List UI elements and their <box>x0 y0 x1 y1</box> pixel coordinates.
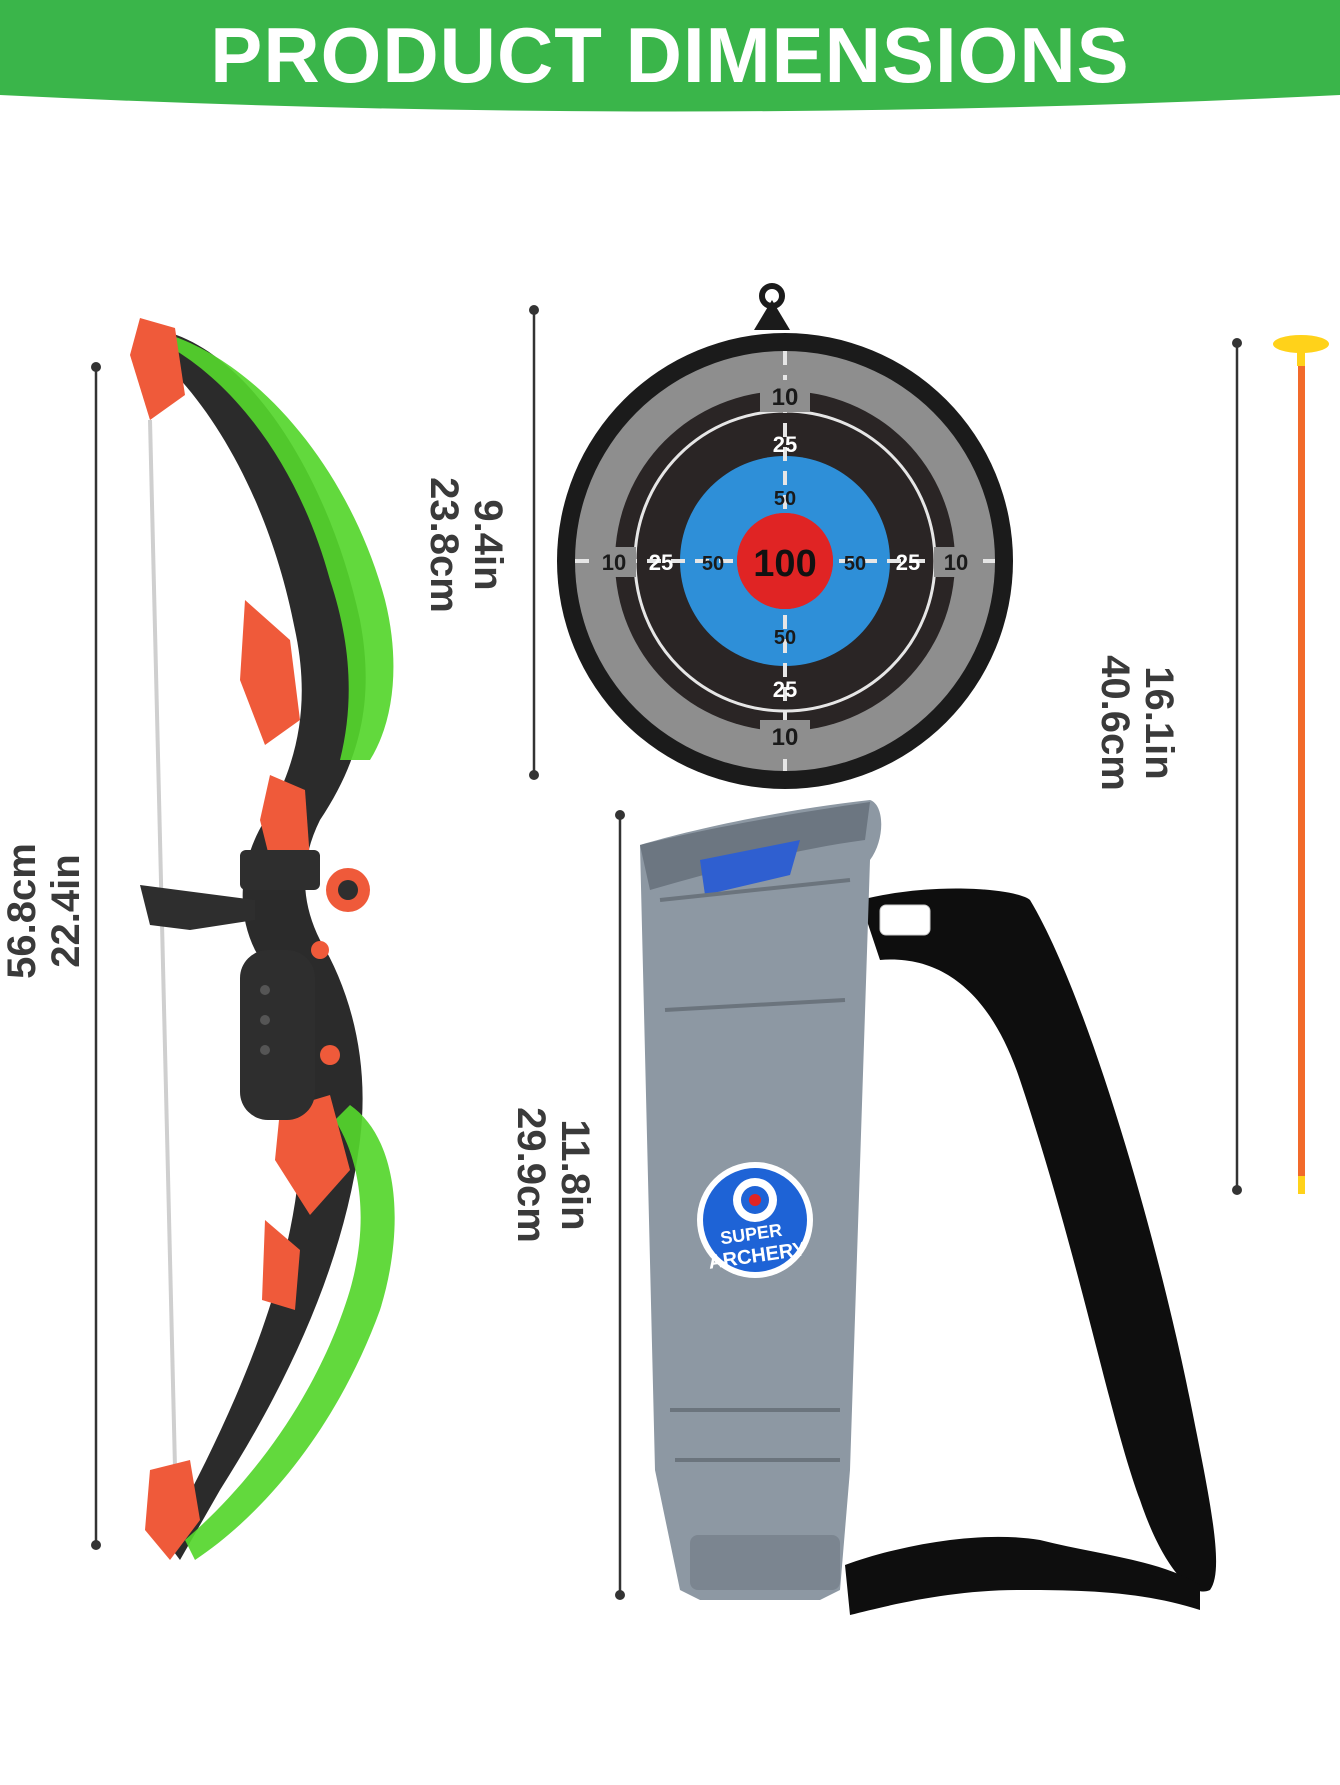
page-title: PRODUCT DIMENSIONS <box>210 10 1130 99</box>
ring-label-50-right: 50 <box>844 553 866 575</box>
ring-label-10-top: 10 <box>772 384 799 411</box>
ring-label-25-bottom: 25 <box>773 677 797 702</box>
arrow-dimension-label: 16.1in 40.6cm <box>1091 633 1181 813</box>
bow-dimension-cm: 56.8cm <box>0 843 44 979</box>
ring-label-100: 100 <box>753 543 816 585</box>
ring-label-10-right: 10 <box>944 550 968 575</box>
ring-label-50-bottom: 50 <box>774 627 796 649</box>
arrow-dimension-cm: 40.6cm <box>1093 655 1137 791</box>
bow-dimension-in: 22.4in <box>44 854 88 968</box>
target-dimension-cm: 23.8cm <box>422 477 466 613</box>
quiver-dimension-cm: 29.9cm <box>509 1107 553 1243</box>
target-dimension-label: 9.4in 23.8cm <box>420 455 510 635</box>
ring-label-25-right: 25 <box>896 550 920 575</box>
ring-label-10-left: 10 <box>602 550 626 575</box>
quiver-image <box>640 800 1217 1615</box>
ring-label-10-bottom: 10 <box>772 724 799 751</box>
target-labels <box>592 380 978 752</box>
title-banner <box>0 0 1340 112</box>
ring-label-25-left: 25 <box>649 550 673 575</box>
quiver-dimension-label: 11.8in 29.9cm <box>507 1075 597 1275</box>
arrow-dimension-in: 16.1in <box>1137 666 1181 780</box>
ring-label-50-left: 50 <box>702 553 724 575</box>
bow-image <box>130 318 395 1560</box>
ring-label-25-top: 25 <box>773 432 797 457</box>
quiver-dimension-in: 11.8in <box>553 1119 597 1231</box>
bow-dimension-label: 56.8cm 22.4in <box>0 821 90 1001</box>
target-dimension-in: 9.4in <box>466 499 510 591</box>
ring-label-50-top: 50 <box>774 488 796 510</box>
arrow-image <box>1273 335 1329 1194</box>
target-image <box>557 283 1013 789</box>
